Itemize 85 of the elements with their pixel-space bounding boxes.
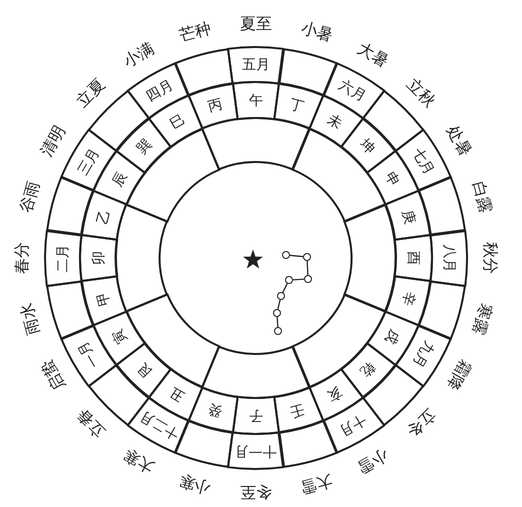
solar-term-label: 大雪	[299, 472, 334, 496]
solar-term-label: 夏至	[240, 16, 272, 32]
cell-label: 巳	[168, 112, 187, 132]
solar-term-label: 立夏	[74, 76, 108, 110]
cell-label: 癸	[206, 401, 224, 419]
cell-label: 未	[325, 112, 344, 132]
cell-label: 十一月	[235, 444, 277, 458]
cell-label: 辛	[399, 290, 417, 308]
ring-cell	[202, 346, 310, 398]
solar-term-label: 小雪	[355, 446, 391, 476]
solar-term-label: 立春	[74, 406, 108, 440]
star-dot	[304, 275, 312, 283]
cell-label: 酉	[406, 251, 420, 265]
ring-cell	[228, 432, 284, 469]
ring-cell	[80, 235, 118, 281]
cell-label: 丑	[168, 384, 187, 404]
connector-line	[306, 260, 308, 276]
cell-label: 五月	[242, 58, 270, 72]
cell-label: 子	[249, 408, 263, 422]
ring-cell	[228, 47, 284, 84]
connector-line	[276, 316, 278, 328]
cell-label: 艮	[134, 359, 155, 380]
cell-label: 寅	[110, 327, 130, 346]
star-dot	[282, 251, 290, 259]
cell-label: 坤	[357, 136, 378, 157]
solar-term-label: 谷雨	[18, 180, 42, 215]
ring-cell	[233, 82, 279, 120]
cell-label: 十二月	[138, 408, 182, 442]
connector-line	[282, 283, 288, 293]
star-dot	[277, 292, 285, 300]
cell-label: 乙	[95, 208, 113, 226]
cell-label: 七月	[410, 146, 436, 178]
connector-line	[290, 254, 304, 258]
connector-line	[292, 278, 304, 280]
ring-cell	[394, 235, 432, 281]
solar-term-label: 霜降	[444, 357, 474, 393]
solar-term-label: 冬至	[240, 484, 272, 500]
cell-label: 六月	[336, 78, 368, 104]
cell-label: 甲	[95, 290, 113, 308]
cell-label: 辰	[110, 170, 130, 189]
solar-term-label: 小满	[121, 40, 157, 70]
solar-term-label: 大暑	[355, 40, 391, 70]
solar-term-label: 启蛰	[38, 357, 68, 393]
ring-cell	[202, 118, 310, 170]
cell-label: 壬	[288, 401, 306, 419]
cell-label: 申	[382, 170, 402, 189]
cell-label: 庚	[399, 208, 417, 226]
solar-term-label: 雨水	[18, 301, 42, 336]
ring-cell	[344, 204, 396, 312]
solar-term-label: 小暑	[299, 20, 334, 44]
solar-term-label: 大寒	[121, 446, 157, 476]
cell-label: 十月	[336, 412, 368, 438]
solar-term-label: 立秋	[404, 76, 438, 110]
cell-label: 乾	[357, 359, 378, 380]
cell-label: 三月	[76, 146, 102, 178]
cell-label: 四月	[144, 78, 176, 104]
solar-term-label: 寒露	[470, 301, 494, 336]
star-dot	[274, 327, 282, 335]
cell-label: 午	[248, 94, 263, 108]
solar-term-label: 白露	[470, 180, 494, 215]
cell-label: 戌	[382, 327, 402, 346]
cell-label: 八月	[442, 244, 456, 272]
cell-label: 丙	[206, 97, 224, 115]
star-dot	[273, 309, 281, 317]
solar-term-label: 小寒	[178, 472, 213, 496]
star-dot	[303, 253, 311, 261]
solar-term-label: 处暑	[444, 123, 474, 159]
solar-term-label: 秋分	[482, 242, 498, 274]
ring-cell	[116, 204, 168, 312]
cell-label: 亥	[325, 384, 344, 404]
solar-term-label: 春分	[14, 242, 30, 274]
ring-cell	[233, 396, 279, 434]
solar-term-label: 清明	[38, 123, 68, 159]
cell-label: 巽	[134, 136, 155, 157]
cell-label: 九月	[410, 338, 436, 370]
cell-label: 二月	[56, 244, 70, 272]
connector-line	[277, 300, 281, 310]
cell-label: 卯	[92, 251, 106, 265]
cell-label: 丁	[288, 97, 306, 115]
star-dot	[285, 276, 293, 284]
cell-label: 一月	[76, 338, 102, 370]
ring-cell	[430, 230, 467, 286]
solar-term-label: 立冬	[404, 406, 438, 440]
solar-term-label: 芒种	[178, 20, 213, 44]
ring-cell	[45, 230, 82, 286]
